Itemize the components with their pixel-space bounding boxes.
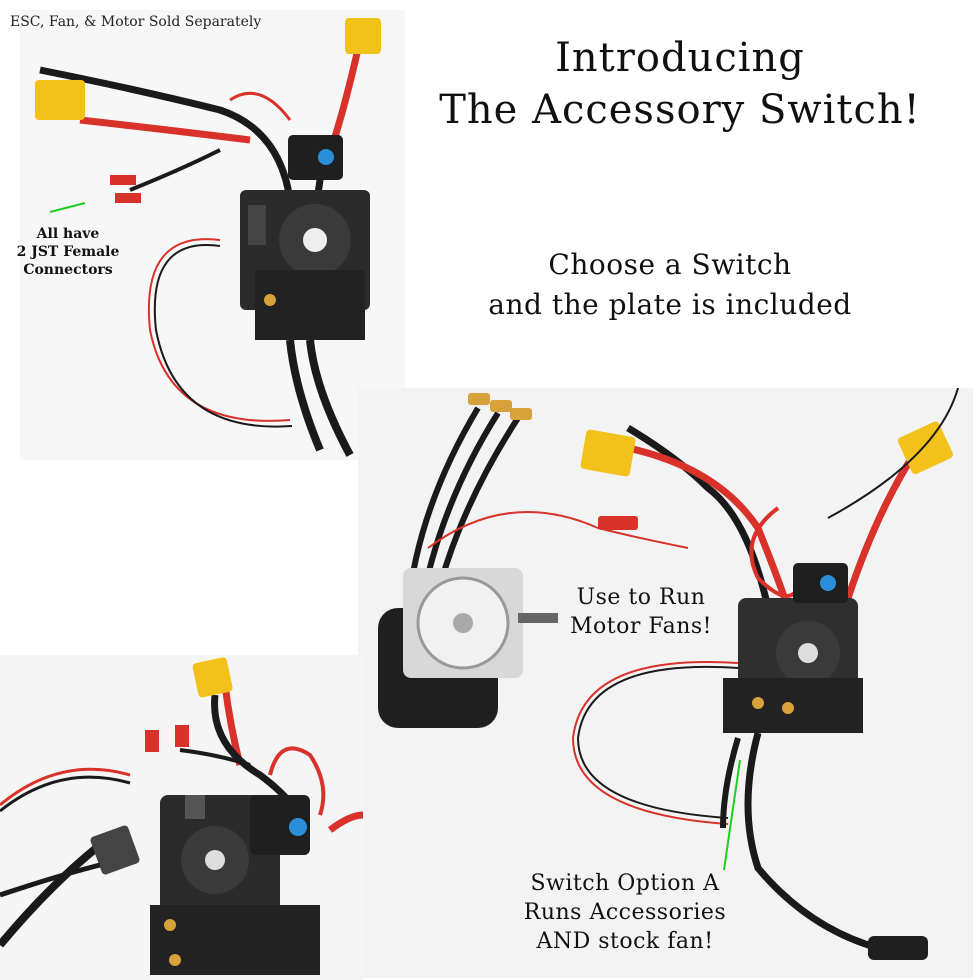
page-subtitle: Choose a Switch and the plate is include… bbox=[440, 245, 900, 325]
esc-motor-illustration bbox=[378, 388, 959, 960]
photo-esc-bottom-left bbox=[0, 655, 363, 980]
title-line-2: The Accessory Switch! bbox=[439, 87, 921, 133]
motor-fans-callout: Use to Run Motor Fans! bbox=[562, 583, 720, 641]
photo-esc-motor-right bbox=[358, 388, 973, 978]
motor-fans-line-2: Motor Fans! bbox=[569, 614, 713, 639]
option-a-line-1: Switch Option A bbox=[530, 871, 720, 896]
esc-bottom-left-illustration bbox=[0, 657, 363, 975]
option-a-line-3: AND stock fan! bbox=[536, 929, 714, 954]
motor-fans-line-1: Use to Run bbox=[576, 585, 706, 610]
photo-esc-top-left bbox=[20, 10, 405, 460]
subtitle-line-2: and the plate is included bbox=[488, 288, 852, 321]
option-a-line-2: Runs Accessories bbox=[523, 900, 727, 925]
page-title: Introducing The Accessory Switch! bbox=[400, 32, 960, 136]
subtitle-line-1: Choose a Switch bbox=[548, 248, 792, 281]
connectors-line-2: 2 JST Female bbox=[16, 244, 120, 260]
connectors-line-1: All have bbox=[36, 226, 100, 242]
disclaimer-text: ESC, Fan, & Motor Sold Separately bbox=[10, 14, 262, 30]
connectors-line-3: Connectors bbox=[23, 262, 113, 278]
connectors-callout: All have 2 JST Female Connectors bbox=[2, 225, 134, 279]
esc-top-left-illustration bbox=[35, 18, 381, 457]
option-a-callout: Switch Option A Runs Accessories AND sto… bbox=[505, 869, 745, 956]
title-line-1: Introducing bbox=[555, 35, 805, 81]
